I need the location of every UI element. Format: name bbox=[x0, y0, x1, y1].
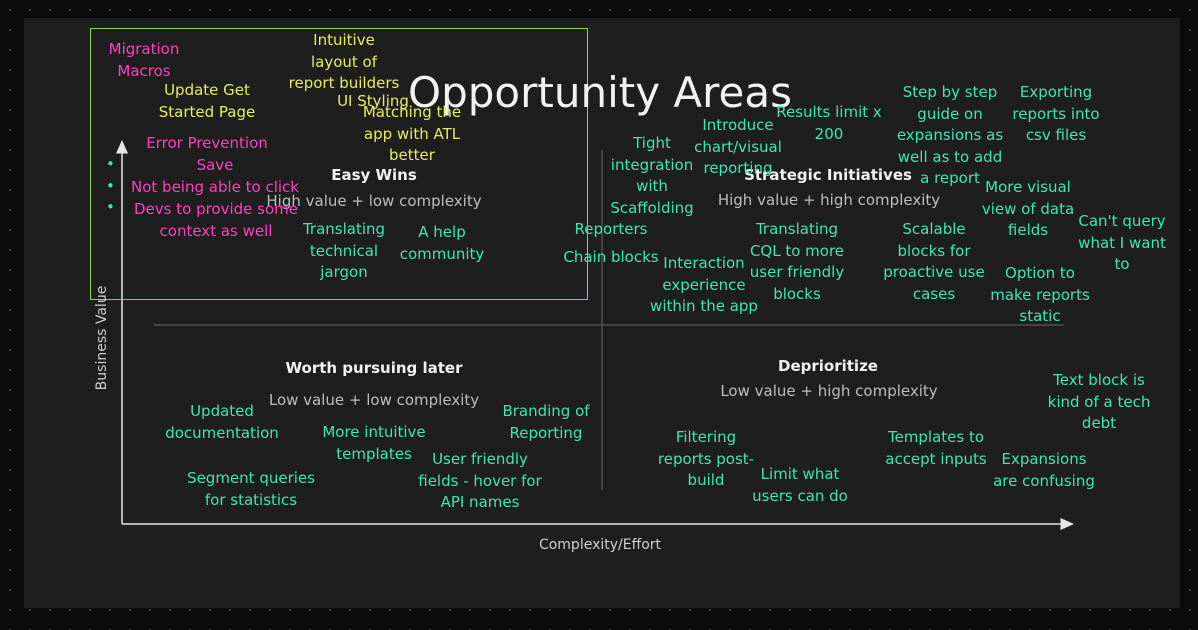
sticky-note: Segment queries for statistics bbox=[187, 469, 315, 509]
sticky-note: Translating technical jargon bbox=[302, 220, 386, 281]
sticky-note: Save bbox=[196, 156, 234, 174]
sticky-note: Branding of Reporting bbox=[502, 402, 590, 442]
sticky-note: Step by step guide on expansions as well… bbox=[896, 83, 1004, 187]
bullet-dot: • bbox=[106, 155, 115, 173]
sticky-note: Templates to accept inputs bbox=[885, 428, 987, 468]
sticky-note: Limit what users can do bbox=[752, 465, 848, 505]
sticky-note: Update Get Started Page bbox=[158, 81, 256, 121]
sticky-note: Devs to provide some context as well bbox=[134, 200, 298, 240]
sticky-note: Text block is kind of a tech debt bbox=[1047, 371, 1151, 432]
sticky-note: Interaction experience within the app bbox=[650, 254, 758, 315]
deprioritize-subtitle: Low value + high complexity bbox=[720, 382, 938, 400]
sticky-note: Expansions are confusing bbox=[993, 450, 1095, 490]
sticky-note: Reporters bbox=[574, 220, 648, 238]
sticky-note: Translating CQL to more user friendly bl… bbox=[749, 220, 845, 303]
sticky-note: Intuitive layout of report builders bbox=[288, 31, 400, 92]
bullet-list-markers: • • • bbox=[106, 154, 115, 219]
sticky-note: Introduce chart/visual reporting bbox=[694, 116, 782, 177]
sticky-note: A help community bbox=[399, 223, 485, 263]
sticky-note: Not being able to click bbox=[131, 178, 299, 196]
sticky-note: Exporting reports into csv files bbox=[1012, 83, 1100, 144]
easy-wins-subtitle: High value + low complexity bbox=[266, 192, 482, 210]
sticky-note: Updated documentation bbox=[165, 402, 279, 442]
sticky-note: Error Prevention bbox=[146, 134, 268, 152]
easy-wins-highlight-box bbox=[90, 28, 588, 300]
sticky-note: Filtering reports post- build bbox=[657, 428, 755, 489]
sticky-note: Migration Macros bbox=[108, 40, 180, 80]
diagram-title: Opportunity Areas bbox=[408, 68, 792, 117]
strategic-heading: Strategic Initiatives bbox=[744, 166, 912, 184]
bullet-dot: • bbox=[106, 198, 115, 216]
bullet-dot: • bbox=[106, 176, 115, 195]
later-subtitle: Low value + low complexity bbox=[268, 391, 480, 409]
sticky-note: Tight integration with Scaffolding bbox=[610, 134, 694, 217]
sticky-note: Matching the app with ATL better bbox=[362, 103, 462, 164]
deprioritize-heading: Deprioritize bbox=[778, 357, 878, 375]
sticky-note: Option to make reports static bbox=[990, 264, 1090, 325]
sticky-note: More visual view of data fields bbox=[981, 178, 1075, 239]
sticky-note: Can't query what I want to bbox=[1078, 212, 1166, 273]
x-axis-label: Complexity/Effort bbox=[538, 537, 662, 553]
later-heading: Worth pursuing later bbox=[285, 359, 463, 377]
sticky-note: More intuitive templates bbox=[322, 423, 426, 463]
sticky-note: Scalable blocks for proactive use cases bbox=[883, 220, 985, 303]
sticky-note: Results limit x 200 bbox=[776, 103, 882, 143]
easy-wins-heading: Easy Wins bbox=[331, 166, 417, 184]
sticky-note: User friendly fields - hover for API nam… bbox=[418, 450, 542, 511]
y-axis-label: Business Value bbox=[94, 285, 110, 391]
sticky-note: UI Styling bbox=[337, 92, 409, 110]
sticky-note: Chain blocks bbox=[563, 248, 659, 266]
strategic-subtitle: High value + high complexity bbox=[717, 191, 941, 209]
